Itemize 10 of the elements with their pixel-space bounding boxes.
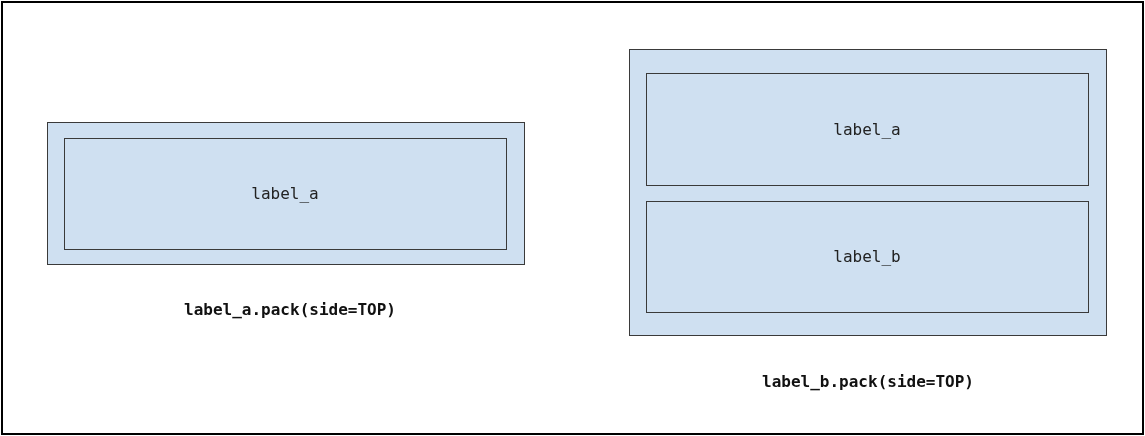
code-caption: label_b.pack(side=TOP) — [762, 372, 974, 391]
widget-label: label_a — [251, 184, 319, 203]
container-box — [47, 122, 525, 265]
container-box — [629, 49, 1107, 336]
code-caption: label_a.pack(side=TOP) — [184, 300, 396, 319]
label-box — [63, 137, 507, 250]
widget-label: label_b — [833, 247, 901, 266]
label-box — [645, 200, 1089, 313]
label-box — [645, 72, 1089, 186]
widget-label: label_a — [833, 119, 901, 139]
